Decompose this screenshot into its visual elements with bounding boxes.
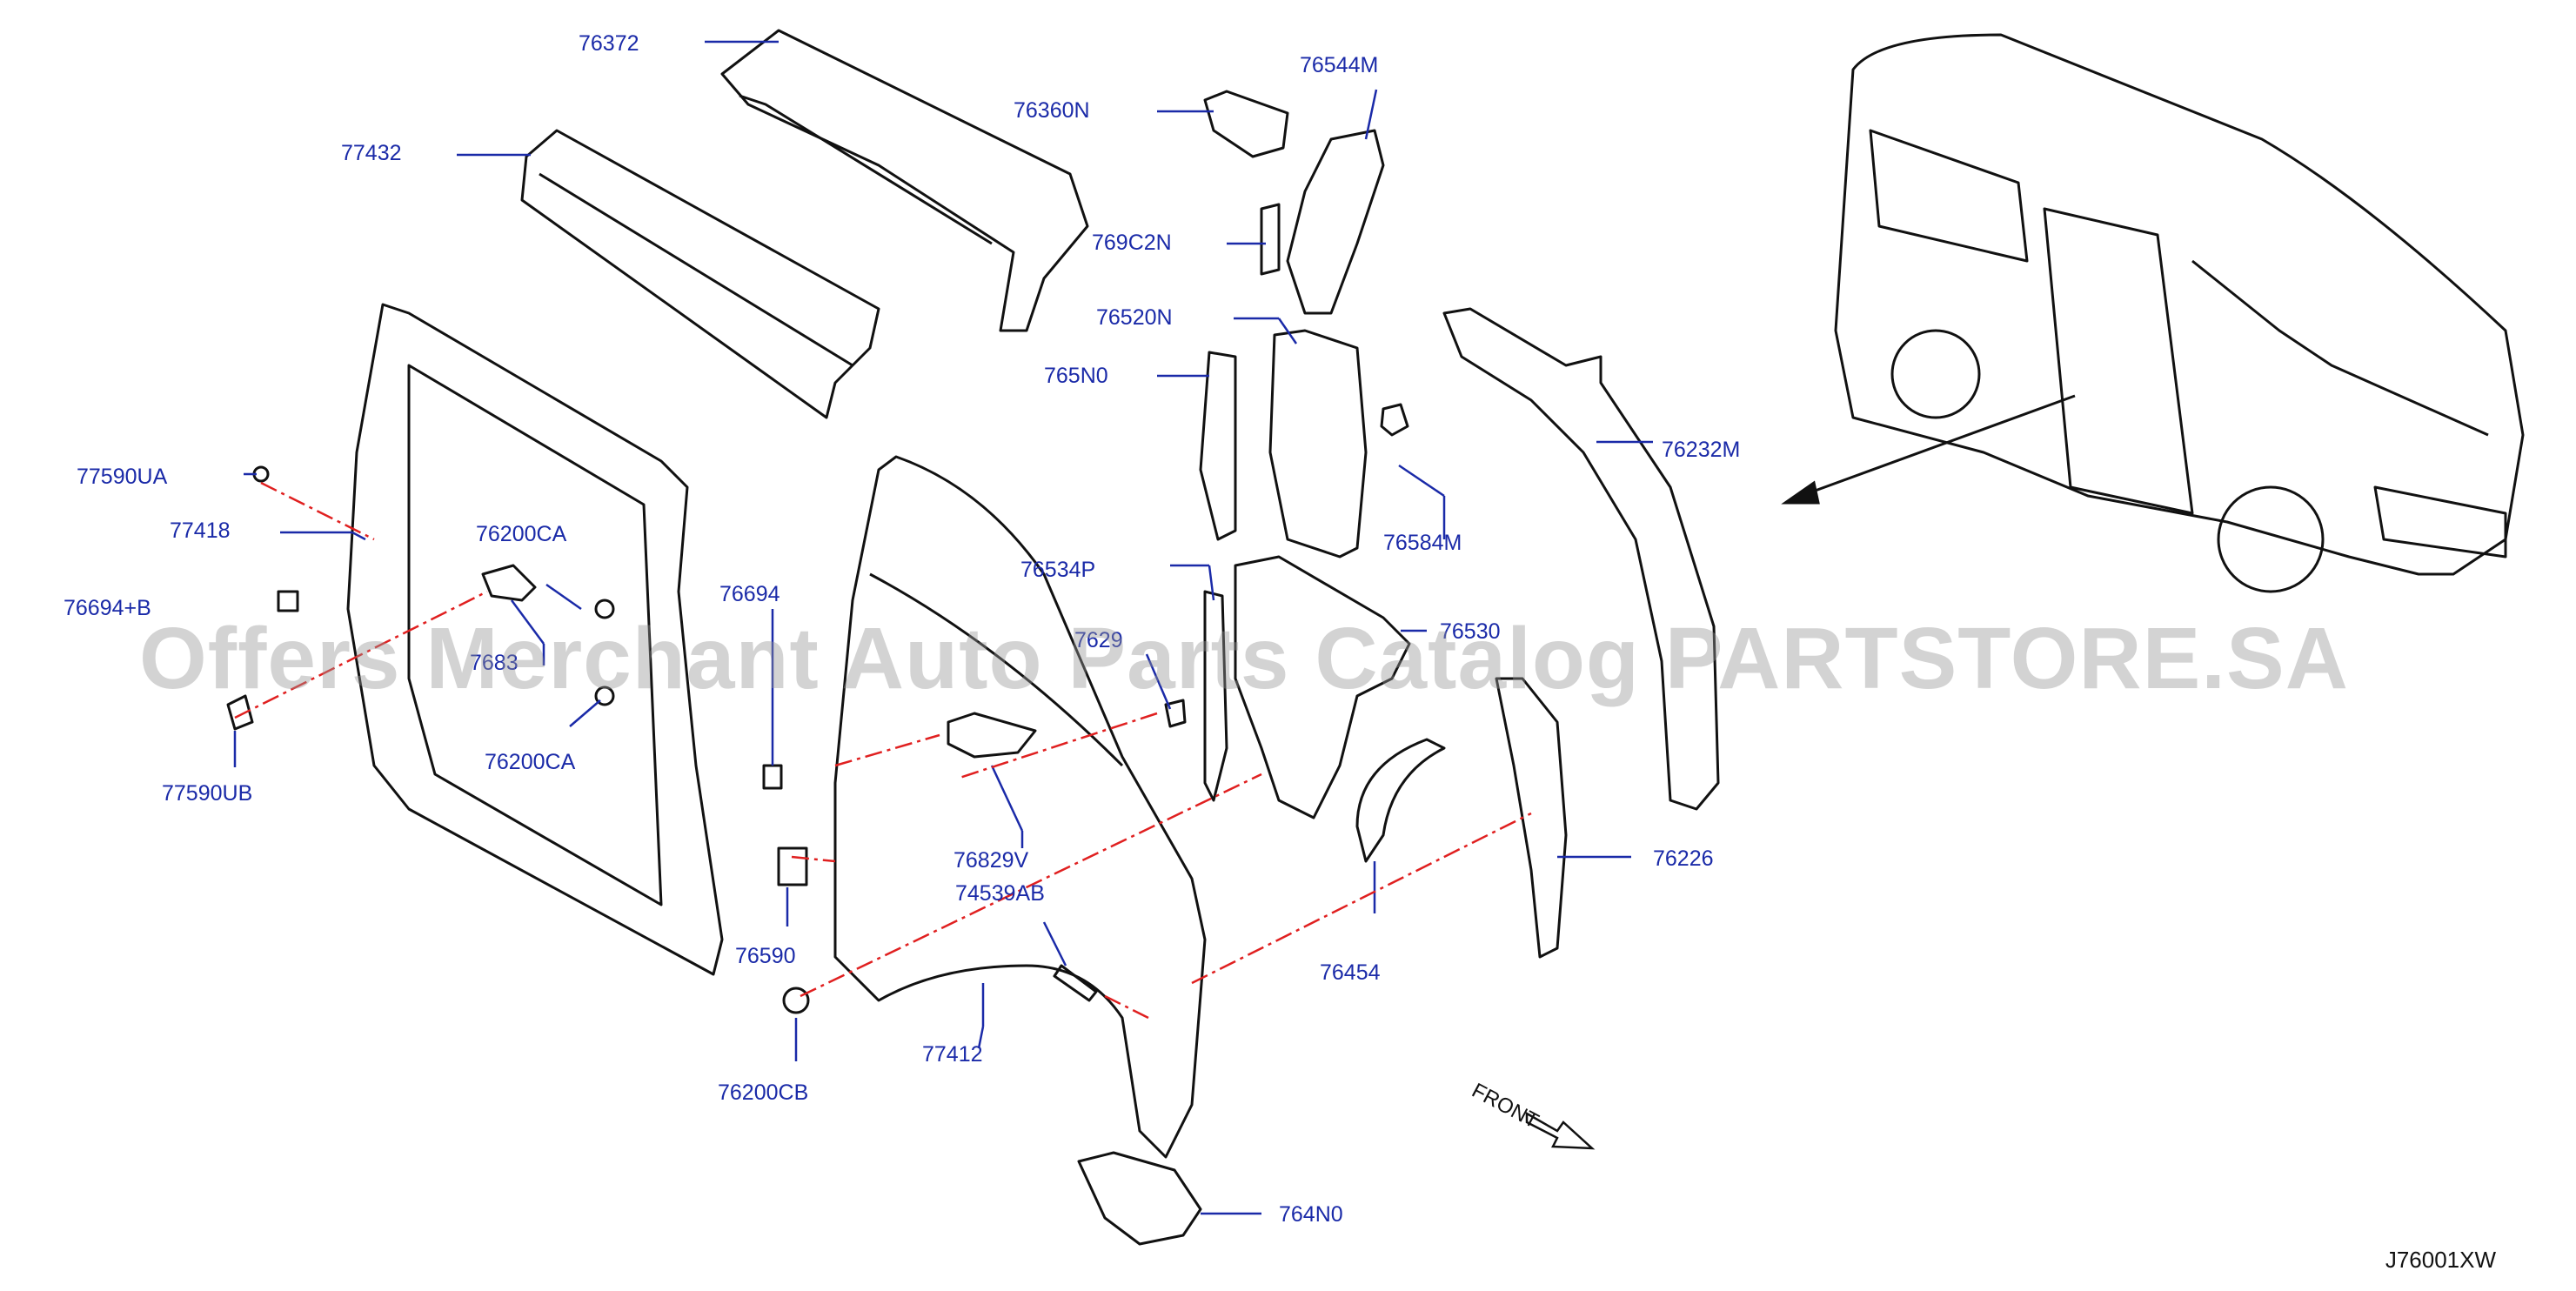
part-76584M-drawing[interactable] — [1380, 403, 1409, 437]
label-76694-plus-B[interactable]: 76694+B — [64, 596, 151, 620]
part-77412-drawing[interactable] — [833, 455, 1207, 1159]
part-77418-drawing[interactable] — [346, 303, 724, 976]
part-76530-drawing[interactable] — [1234, 555, 1411, 819]
label-76590[interactable]: 76590 — [735, 944, 796, 968]
part-76200CB-grommet[interactable] — [782, 987, 810, 1014]
part-77590UB-clip[interactable] — [226, 694, 254, 731]
label-76520N[interactable]: 76520N — [1096, 305, 1173, 330]
part-76360N-drawing[interactable] — [1203, 90, 1289, 158]
label-77412[interactable]: 77412 — [922, 1042, 983, 1067]
part-76534P-drawing[interactable] — [1203, 590, 1228, 802]
part-76829V-drawing[interactable] — [947, 712, 1037, 759]
part-76520N-drawing[interactable] — [1268, 329, 1368, 559]
front-arrow-icon — [1525, 1111, 1596, 1150]
label-76829V[interactable]: 76829V — [953, 848, 1029, 873]
label-76200CA-top[interactable]: 76200CA — [476, 522, 567, 546]
part-76694B-clip[interactable] — [277, 590, 299, 612]
part-76232M-drawing[interactable] — [1442, 307, 1720, 811]
label-7683[interactable]: 7683 — [470, 651, 519, 675]
part-76544M-drawing[interactable] — [1286, 129, 1385, 315]
label-77590UA[interactable]: 77590UA — [77, 465, 168, 489]
label-74539AB[interactable]: 74539AB — [955, 881, 1045, 906]
part-drawings — [226, 29, 2525, 1246]
van-direction-arrow-icon — [1781, 394, 2076, 505]
diagram-code: J76001XW — [2385, 1247, 2496, 1273]
part-764N0-drawing[interactable] — [1077, 1151, 1202, 1246]
label-76694[interactable]: 76694 — [719, 582, 780, 606]
alignment-dashes — [234, 481, 1532, 1020]
part-76372-drawing[interactable] — [720, 29, 1089, 332]
part-76200CA-bot-grommet[interactable] — [594, 686, 615, 706]
leader-lines — [233, 40, 1653, 1215]
label-76372[interactable]: 76372 — [579, 31, 639, 56]
part-7629-clip[interactable] — [1164, 699, 1187, 728]
label-76530[interactable]: 76530 — [1440, 619, 1501, 644]
label-76360N[interactable]: 76360N — [1014, 98, 1090, 123]
label-764N0[interactable]: 764N0 — [1279, 1202, 1343, 1227]
label-76232M[interactable]: 76232M — [1662, 438, 1741, 462]
label-76200CA-bottom[interactable]: 76200CA — [485, 750, 576, 774]
part-769C2N-drawing[interactable] — [1260, 203, 1281, 276]
label-77432[interactable]: 77432 — [341, 141, 402, 165]
van-illustration — [1834, 33, 2525, 593]
label-77590UB[interactable]: 77590UB — [162, 781, 253, 806]
part-7683-bracket[interactable] — [481, 564, 537, 602]
label-76226[interactable]: 76226 — [1653, 846, 1714, 871]
part-74539AB-bolt[interactable] — [1053, 964, 1098, 1002]
label-7629[interactable]: 7629 — [1074, 628, 1123, 652]
label-76454[interactable]: 76454 — [1320, 960, 1381, 985]
part-765N0-drawing[interactable] — [1199, 351, 1237, 541]
label-77418[interactable]: 77418 — [170, 518, 231, 543]
part-76200CA-top-grommet[interactable] — [594, 599, 615, 619]
label-76584M[interactable]: 76584M — [1383, 531, 1462, 555]
part-76454-drawing[interactable] — [1355, 738, 1446, 863]
label-76534P[interactable]: 76534P — [1020, 558, 1096, 582]
label-765N0[interactable]: 765N0 — [1044, 364, 1108, 388]
label-769C2N[interactable]: 769C2N — [1092, 231, 1172, 255]
part-76226-drawing[interactable] — [1495, 677, 1568, 959]
part-77432-drawing[interactable] — [520, 129, 880, 419]
label-76544M[interactable]: 76544M — [1300, 53, 1379, 77]
part-76694-clip[interactable] — [762, 764, 783, 790]
label-76200CB[interactable]: 76200CB — [718, 1080, 809, 1105]
part-76590-plate[interactable] — [777, 846, 808, 886]
